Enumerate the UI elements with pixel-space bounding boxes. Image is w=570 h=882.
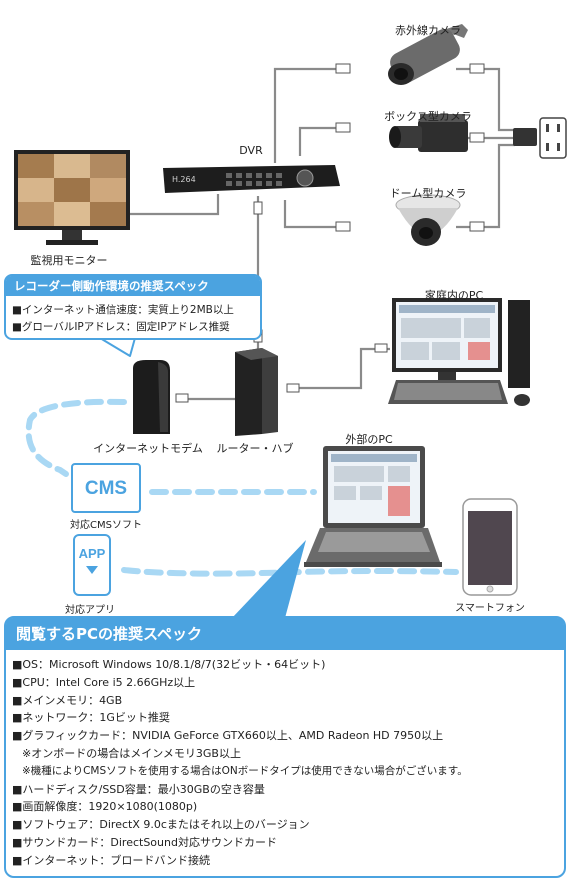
cable-monitor — [130, 194, 220, 216]
box-camera-icon — [389, 114, 468, 152]
spec-item-internet: ■インターネット：ブロードバンド接続 — [12, 853, 210, 867]
spec-item-os: ■OS：Microsoft Windows 10/8.1/8/7(32ビット・6… — [12, 658, 326, 671]
plug-dome — [335, 221, 351, 232]
power-outlet-icon — [539, 117, 567, 159]
plug-power-box — [469, 132, 485, 143]
dvr-label: DVR — [239, 144, 263, 157]
monitor-label: 監視用モニター — [30, 254, 108, 267]
recorder-spec-item: ■インターネット通信速度：実質上り2MB以上 — [12, 304, 234, 316]
router-icon — [235, 348, 278, 436]
plug-box — [335, 122, 351, 133]
dome-camera-label: ドーム型カメラ — [389, 187, 467, 200]
plug-power-ir — [469, 63, 485, 74]
home-pc-icon — [388, 298, 530, 406]
dashed-link-modem-cms — [25, 398, 127, 477]
viewing-spec-title: 閲覧するPCの推奨スペック — [6, 618, 564, 650]
rec-callout-pointer — [99, 337, 136, 357]
spec-item-software: ■ソフトウェア：DirectX 9.0cまたはそれ以上のバージョン — [12, 818, 310, 832]
wireless-links — [25, 398, 459, 577]
spec-item-graphics: ■グラフィックカード：NVIDIA GeForce GTX660以上、AMD R… — [12, 729, 444, 743]
cable-router-homepc — [287, 347, 390, 390]
recorder-spec-panel: レコーダー側動作環境の推奨スペック ■インターネット通信速度：実質上り2MB以上… — [4, 274, 262, 340]
modem-icon — [133, 360, 170, 434]
smartphone-icon — [462, 498, 518, 596]
dvr-brand-label: H.264 — [172, 175, 196, 184]
plug-power-dome — [469, 221, 485, 232]
home-pc-label: 家庭内のPC — [424, 289, 484, 302]
spec-item-network: ■ネットワーク：1Gビット推奨 — [12, 711, 170, 725]
recorder-spec-item: ■グローバルIPアドレス：固定IPアドレス推奨 — [12, 321, 230, 333]
smartphone-label: スマートフォン — [455, 603, 525, 614]
spec-item-memory: ■メインメモリ：4GB — [12, 693, 123, 707]
box-camera-label: ボックス型カメラ — [384, 110, 472, 123]
cms-icon-text: CMS — [84, 478, 128, 499]
modem-label: インターネットモデム — [93, 442, 203, 455]
spec-note-cms: ※機種によりCMSソフトを使用する場合はONボードタイプは使用できない場合がござ… — [22, 764, 468, 777]
viewing-pc-spec-panel: 閲覧するPCの推奨スペック ■OS：Microsoft Windows 10/8… — [4, 616, 566, 878]
plug-ir — [335, 63, 351, 74]
external-pc-label: 外部のPC — [345, 433, 393, 446]
app-download-arrow-icon — [86, 566, 98, 574]
spec-item-resolution: ■画面解像度：1920×1080(1080p) — [12, 800, 198, 814]
router-label: ルーター・ハブ — [216, 442, 294, 455]
plug-router-home — [286, 383, 300, 393]
plug-homepc — [374, 343, 388, 353]
spec-note-onboard: ※オンボードの場合はメインメモリ3GB以上 — [22, 746, 241, 760]
app-icon: APP — [73, 534, 111, 596]
ir-camera-label: 赤外線カメラ — [395, 24, 461, 37]
monitor-icon — [14, 150, 130, 245]
cms-software-label: 対応CMSソフト — [70, 520, 142, 531]
cable-box-camera — [298, 126, 340, 156]
dashed-link-app-smartphone — [121, 567, 459, 577]
app-label: 対応アプリ — [65, 605, 115, 616]
spec-item-sound: ■サウンドカード：DirectSound対応サウンドカード — [12, 835, 277, 849]
spec-item-cpu: ■CPU：Intel Core i5 2.66GHz以上 — [12, 675, 196, 689]
plug-modem — [175, 393, 189, 403]
recorder-spec-title: レコーダー側動作環境の推奨スペック — [6, 276, 260, 296]
spec-callout-pointer — [232, 540, 306, 618]
plug-dvr-lan — [253, 201, 263, 215]
spec-item-storage: ■ハードディスク/SSD容量：最小30GBの空き容量 — [12, 782, 265, 796]
app-icon-text: APP — [78, 546, 106, 561]
cms-software-icon: CMS — [71, 463, 141, 513]
dome-camera-icon — [395, 194, 461, 246]
dvr-device-icon — [163, 165, 340, 193]
cable-ir-camera — [273, 67, 340, 163]
cable-dome-camera — [283, 200, 340, 229]
connectors — [175, 63, 485, 403]
external-laptop-icon — [304, 446, 442, 567]
viewing-spec-list: ■OS：Microsoft Windows 10/8.1/8/7(32ビット・6… — [12, 656, 558, 870]
ir-camera-icon — [388, 24, 468, 85]
power-adapter-icon — [513, 128, 537, 146]
